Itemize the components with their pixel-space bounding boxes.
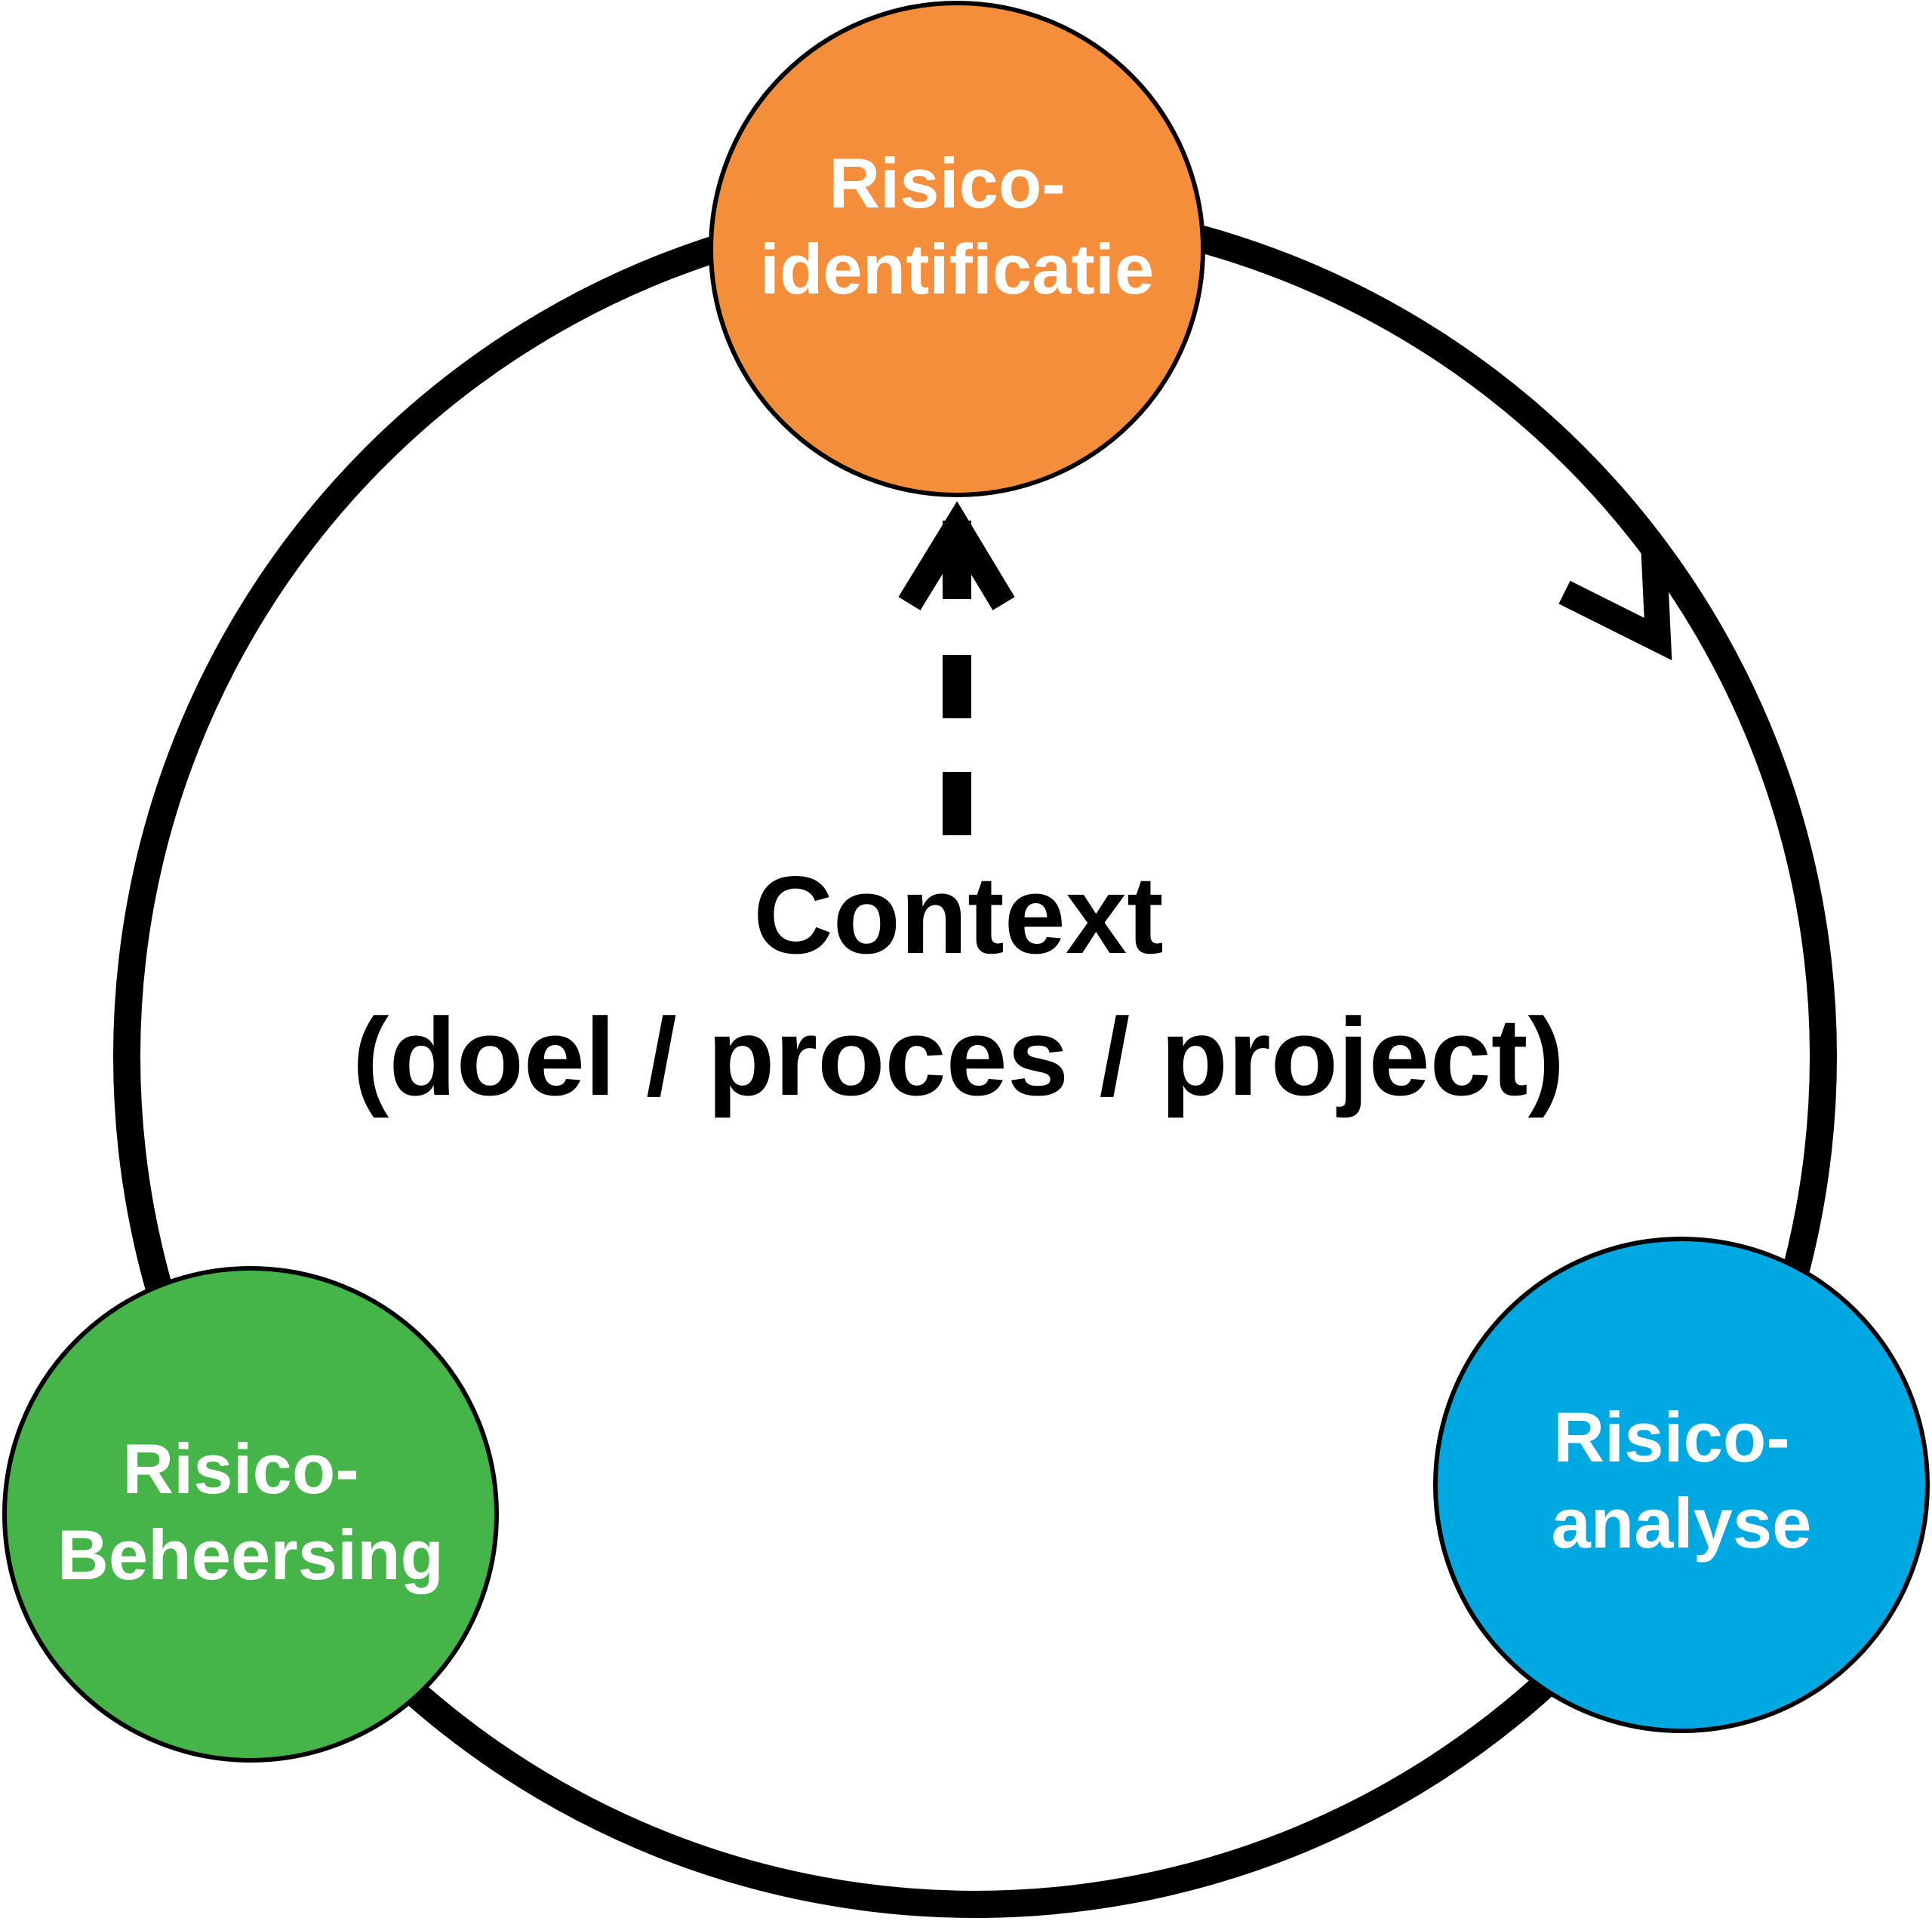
node-risk-analysis-circle (1433, 1237, 1930, 1733)
context-title: Context (753, 853, 1163, 976)
node-risk-control: Risico- Beheersing (2, 1266, 499, 1763)
node-risk-control-circle (2, 1266, 499, 1763)
context-arrow (898, 501, 1015, 835)
context-subtitle: (doel / proces / project) (352, 995, 1564, 1118)
svg-text:Risico- analyse: Risico- analyse (1552, 1397, 1812, 1563)
node-risk-identification-circle (709, 1, 1205, 497)
node-risk-analysis-line1: Risico- (1553, 1397, 1789, 1477)
context-label: Context (doel / proces / project) (352, 853, 1564, 1118)
svg-text:Risico- Beheersing: Risico- Beheersing (57, 1429, 444, 1594)
node-risk-identification: Risico- identificatie (709, 1, 1205, 497)
cycle-arrowhead (1558, 542, 1672, 661)
svg-text:Risico- identificatie: Risico- identificatie (760, 143, 1154, 309)
node-risk-identification-line1: Risico- (829, 143, 1065, 223)
context-arrowhead (898, 501, 1015, 610)
node-risk-analysis: Risico- analyse (1433, 1237, 1930, 1733)
node-risk-identification-line2: identificatie (760, 229, 1154, 309)
node-risk-control-line2: Beheersing (57, 1515, 444, 1594)
node-risk-analysis-line2: analyse (1552, 1483, 1812, 1563)
node-risk-control-line1: Risico- (122, 1429, 358, 1508)
